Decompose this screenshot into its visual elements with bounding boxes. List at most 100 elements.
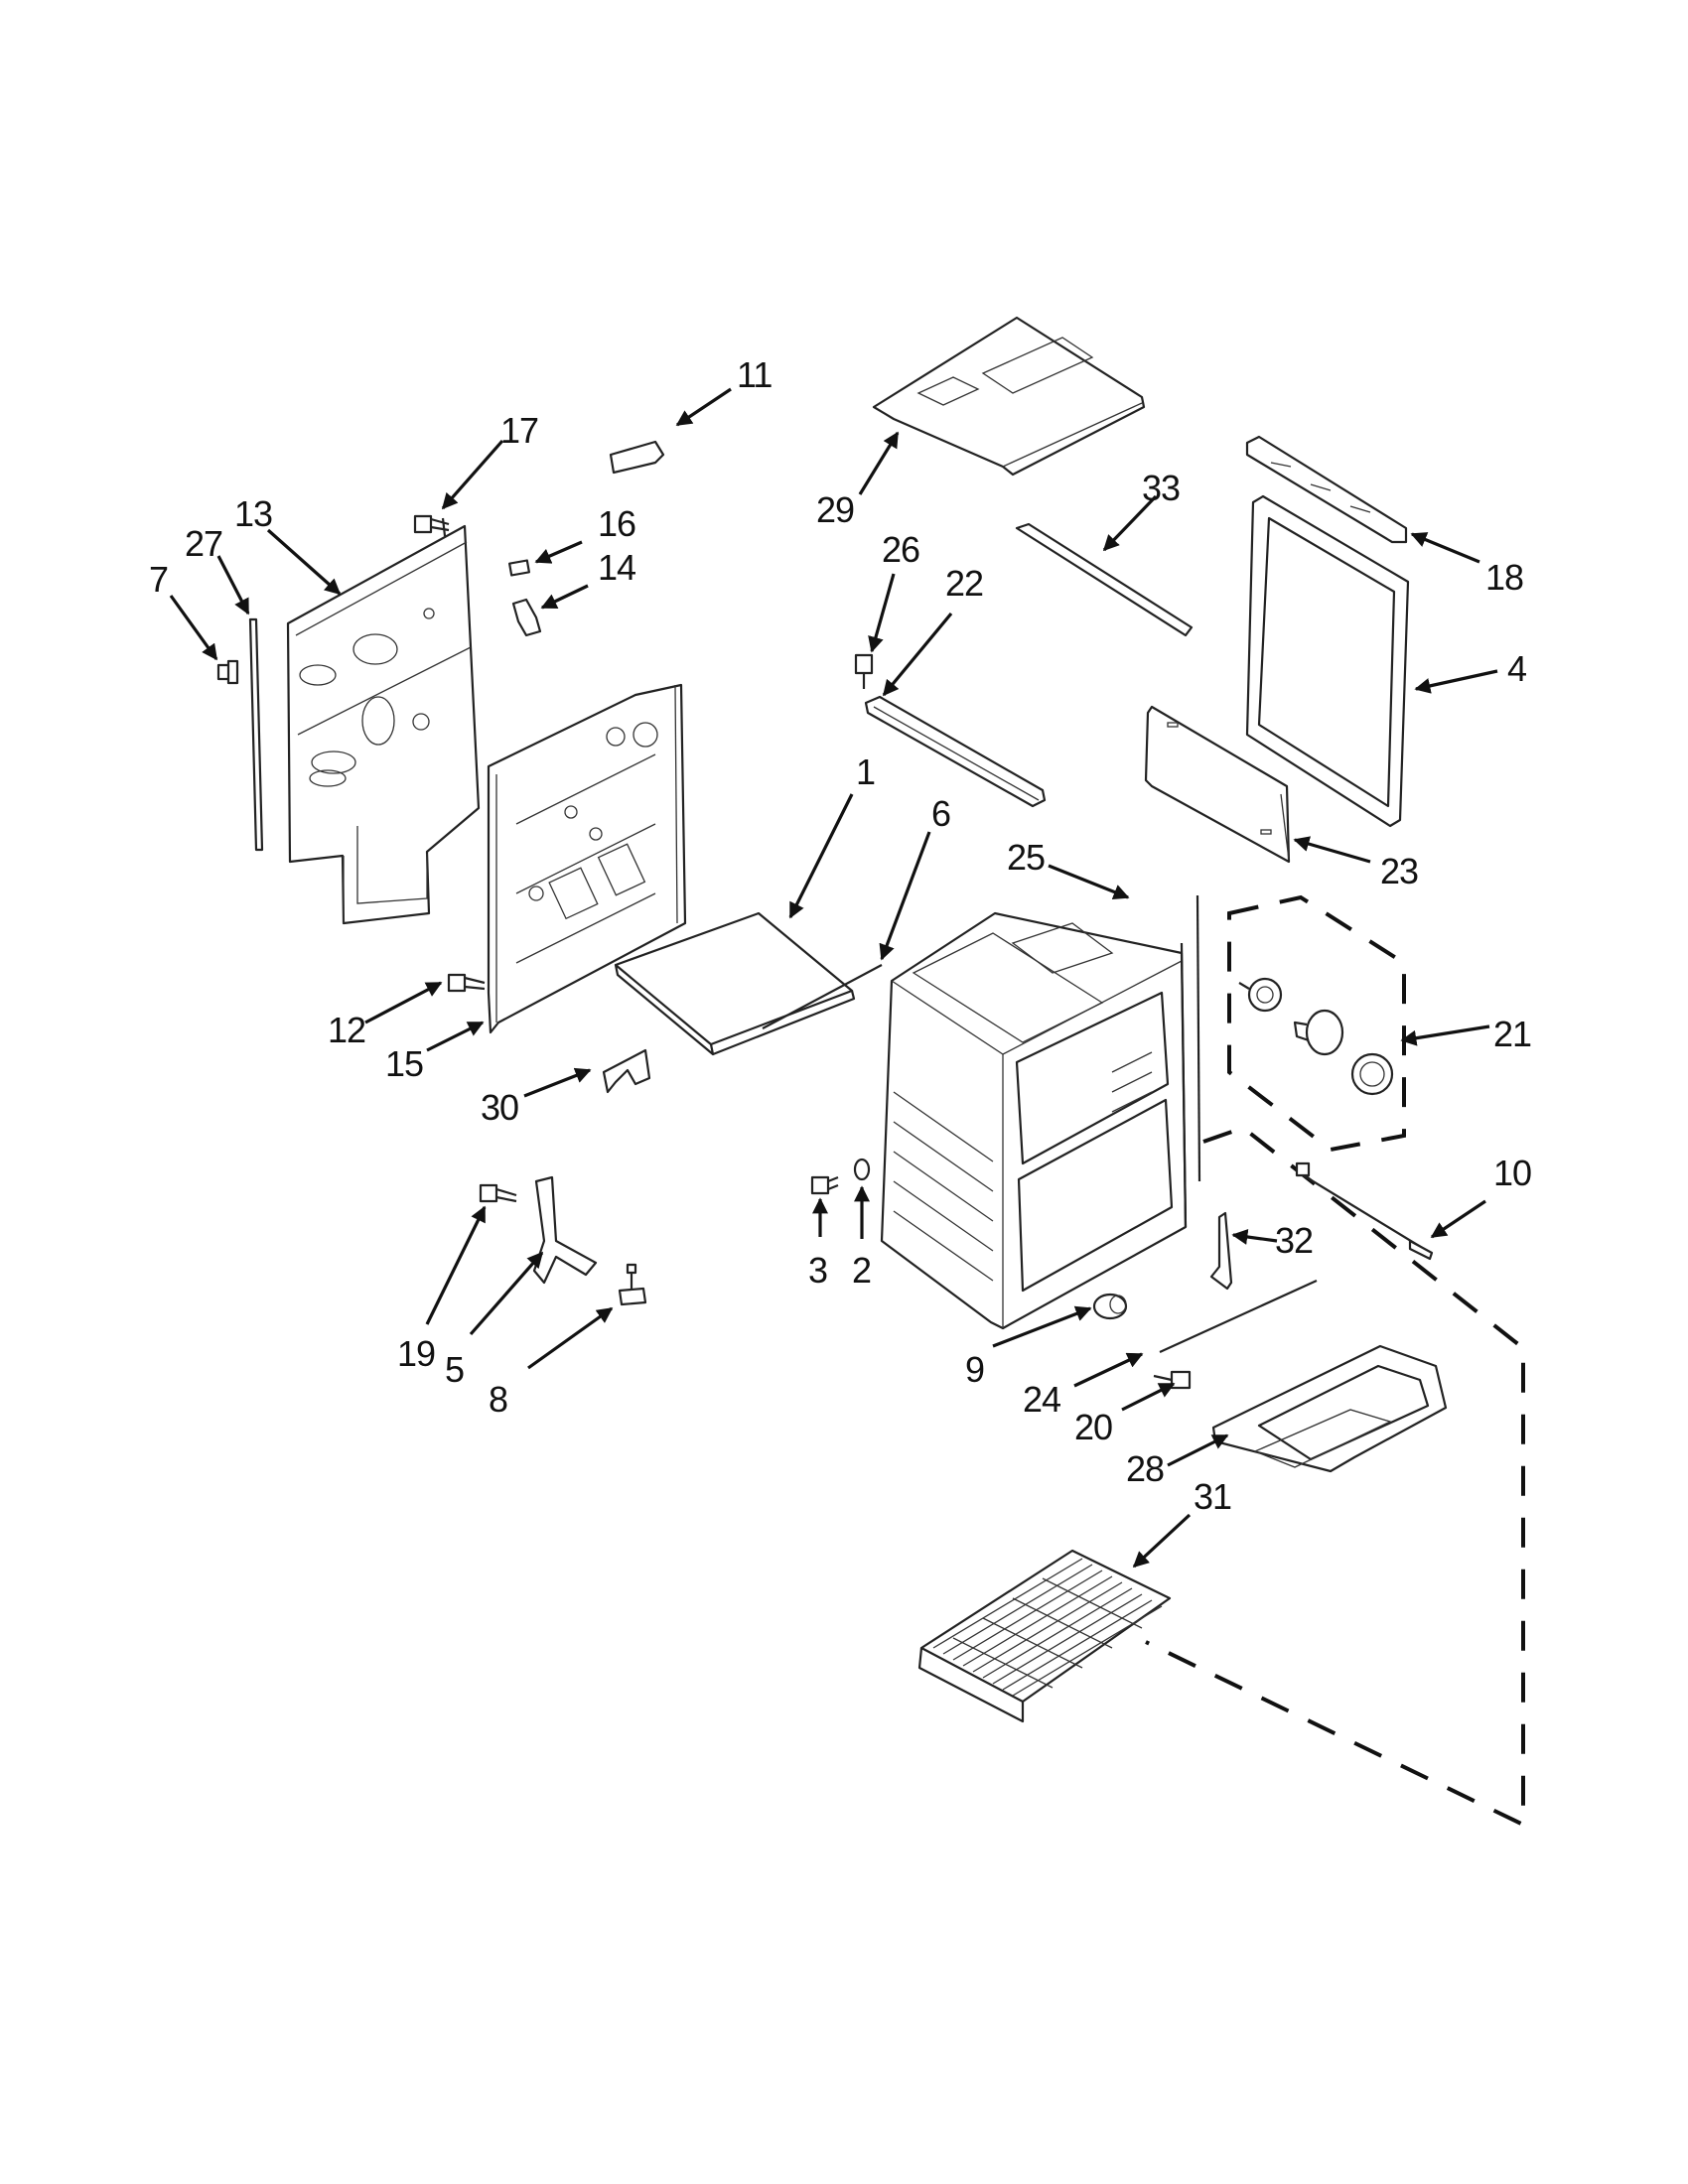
leader-line-29: [858, 431, 900, 495]
leader-line-6: [879, 831, 931, 961]
screw-part-17: [413, 514, 450, 537]
callout-label-24: 24: [1023, 1379, 1060, 1420]
rear-cover-panel-part-13: [286, 524, 481, 925]
screw-part-20: [1153, 1370, 1192, 1390]
knob-part-9: [1092, 1293, 1128, 1320]
wire-part-24: [1159, 1279, 1318, 1354]
leader-line-22: [882, 612, 953, 697]
callout-label-4: 4: [1507, 648, 1526, 689]
leader-line-19: [425, 1205, 487, 1325]
rear-panel-part-15: [487, 683, 687, 1034]
door-frame-part-4: [1245, 494, 1410, 828]
leader-line-32: [1231, 1229, 1278, 1245]
callout-label-16: 16: [598, 503, 635, 544]
light-bulb: [1293, 1009, 1344, 1056]
bracket-part-11: [609, 440, 665, 475]
leader-lines: [169, 387, 1498, 1569]
oven-cavity-part-25: [880, 894, 1201, 1330]
leader-line-31: [1132, 1513, 1192, 1569]
leader-line-26: [868, 573, 896, 653]
screw-part-19: [479, 1183, 517, 1203]
leader-line-27: [216, 555, 250, 615]
leader-line-25: [1048, 864, 1130, 900]
leader-line-12: [364, 981, 443, 1024]
callout-label-7: 7: [149, 559, 168, 600]
leader-line-15: [426, 1021, 485, 1052]
callout-label-15: 15: [385, 1043, 423, 1084]
screw-part-12: [447, 973, 486, 993]
leveling-leg-part-8: [618, 1263, 647, 1306]
leader-line-21: [1400, 1024, 1490, 1046]
oven-rack-part-31: [917, 1549, 1172, 1723]
leader-line-10: [1430, 1199, 1486, 1239]
socket: [1238, 977, 1283, 1013]
bracket-part-30: [602, 1048, 651, 1094]
spacer-part-16: [507, 559, 531, 577]
callout-label-27: 27: [185, 523, 222, 564]
callout-labels: 1 2 3 4 5 6 7 8 9 10 11 12 13 14 15 16 1…: [149, 354, 1532, 1517]
leader-line-1: [788, 793, 854, 919]
callout-label-23: 23: [1380, 851, 1418, 891]
leveling-bracket-part-5: [532, 1175, 598, 1285]
leader-line-28: [1167, 1433, 1229, 1467]
leader-line-20: [1121, 1382, 1176, 1412]
callout-label-1: 1: [856, 751, 875, 792]
callout-label-6: 6: [931, 793, 950, 834]
leader-line-33: [1102, 494, 1158, 552]
light-kit-part-21: [1227, 894, 1406, 1153]
leader-line-11: [675, 387, 732, 427]
callout-label-2: 2: [852, 1250, 871, 1291]
callout-label-9: 9: [965, 1349, 984, 1390]
bracket-part-14: [511, 598, 542, 637]
lens-cover: [1350, 1052, 1394, 1096]
screw-part-26: [854, 653, 874, 689]
leader-line-4: [1414, 669, 1498, 694]
bar-part-33: [1015, 522, 1194, 637]
clip-part-7: [216, 659, 239, 685]
door-trim-part-18: [1245, 435, 1408, 544]
callout-label-5: 5: [445, 1349, 464, 1390]
callout-label-31: 31: [1194, 1476, 1231, 1517]
bracket-part-32: [1209, 1211, 1233, 1291]
callout-label-29: 29: [816, 489, 854, 530]
leader-line-8: [527, 1306, 614, 1370]
callout-label-19: 19: [397, 1333, 435, 1374]
leader-line-16: [534, 540, 583, 564]
strip-part-27: [248, 617, 264, 852]
hinge-channel-part-22: [864, 695, 1047, 808]
leader-line-18: [1410, 532, 1480, 564]
callout-label-10: 10: [1493, 1153, 1531, 1193]
top-cover-part-29: [872, 316, 1146, 477]
leader-line-5: [469, 1251, 544, 1336]
callout-label-28: 28: [1126, 1448, 1164, 1489]
callout-label-17: 17: [500, 410, 538, 451]
broil-pan-part-28: [1211, 1344, 1448, 1473]
callout-label-18: 18: [1485, 557, 1523, 598]
leader-line-23: [1293, 836, 1371, 864]
callout-label-3: 3: [808, 1250, 827, 1291]
inner-panel-part-23: [1144, 705, 1291, 864]
leader-line-14: [540, 584, 589, 610]
leader-line-9: [992, 1305, 1092, 1348]
callout-label-11: 11: [737, 354, 772, 395]
callout-label-14: 14: [598, 547, 635, 588]
callout-label-20: 20: [1074, 1407, 1112, 1447]
assembly-guide-line: [1145, 1125, 1525, 1829]
washer-part-2: [853, 1158, 871, 1181]
leader-line-17: [441, 439, 504, 510]
leader-line-13: [266, 528, 342, 596]
callout-label-13: 13: [234, 493, 272, 534]
leader-line-30: [523, 1067, 592, 1098]
callout-label-25: 25: [1007, 837, 1045, 878]
screw-part-3: [810, 1175, 839, 1195]
callout-label-26: 26: [882, 529, 919, 570]
leader-line-24: [1073, 1352, 1144, 1388]
callout-label-32: 32: [1275, 1220, 1313, 1261]
callout-label-33: 33: [1142, 468, 1180, 508]
callout-label-21: 21: [1493, 1014, 1531, 1054]
callout-label-30: 30: [481, 1087, 518, 1128]
leader-line-7: [169, 595, 218, 661]
callout-label-22: 22: [945, 563, 983, 604]
callout-label-8: 8: [489, 1379, 507, 1420]
